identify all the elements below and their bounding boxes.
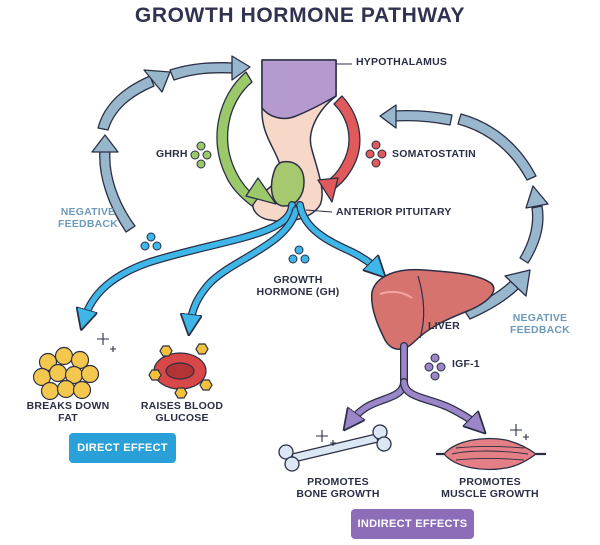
negative-feedback-left-arrow [91,55,251,233]
negative-feedback-right-arrow [379,104,549,320]
label-leader-lines [305,63,352,213]
igf1-molecules [424,353,446,381]
fat-cells [32,346,100,401]
indirect-effects-badge: INDIRECT EFFECTS [351,509,474,539]
direct-effect-badge: DIRECT EFFECT [69,433,176,463]
label-promotes-muscle-growth: PROMOTES MUSCLE GROWTH [441,476,539,500]
label-promotes-bone-growth: PROMOTES BONE GROWTH [296,476,380,500]
liver [370,268,495,350]
label-igf1: IGF-1 [452,358,480,370]
label-ghrh: GHRH [156,148,188,160]
gh-molecules [288,245,310,264]
somatostatin-arrow [317,95,361,203]
label-breaks-down-fat: BREAKS DOWN FAT [26,400,110,424]
sparkle-icon [97,333,116,352]
label-liver: LIVER [428,320,460,332]
muscle [436,437,546,471]
ghrh-arrow [216,71,277,207]
bone [278,424,392,472]
blood-cell-glucose [148,343,213,399]
label-negative-feedback-right: NEGATIVE FEEDBACK [510,312,570,336]
label-growth-hormone: GROWTH HORMONE (GH) [256,274,340,298]
somatostatin-molecules [365,140,387,168]
igf1-arrows [350,342,478,426]
pituitary-gland [252,59,337,222]
label-anterior-pituitary: ANTERIOR PITUITARY [336,206,452,218]
label-somatostatin: SOMATOSTATIN [392,148,476,160]
growth-hormone-arrows [84,201,378,325]
label-hypothalamus: HYPOTHALAMUS [356,56,448,68]
sparkle-icon [316,430,336,446]
label-negative-feedback-left: NEGATIVE FEEDBACK [58,206,118,230]
diagram-title: GROWTH HORMONE PATHWAY [134,4,466,27]
feedback-molecules [140,232,162,251]
label-raises-blood-glucose: RAISES BLOOD GLUCOSE [140,400,224,424]
sparkle-icon [510,424,529,440]
ghrh-molecules [190,141,212,169]
